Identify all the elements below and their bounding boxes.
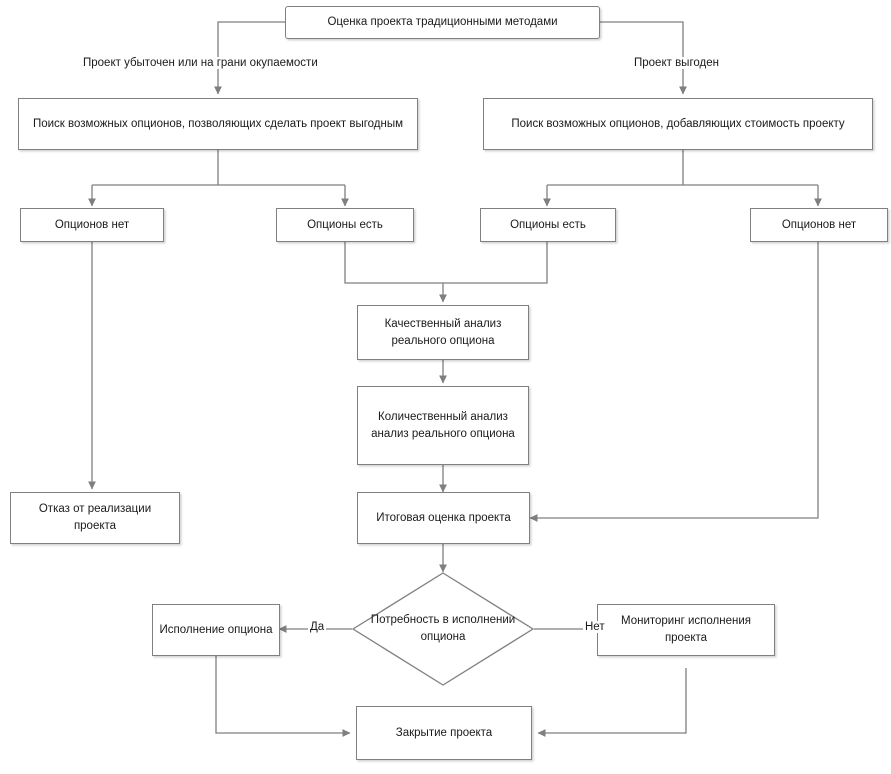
edge-no-options-right-to-final (529, 242, 819, 522)
node-qualitative-analysis[interactable]: Качественный анализ реального опциона (357, 305, 529, 360)
node-start-label: Оценка проекта традиционными методами (327, 16, 558, 29)
edge-execute-to-close (215, 656, 351, 737)
node-decision-need-option[interactable]: Потребность в исполнении опциона (352, 572, 534, 686)
node-qualitative-analysis-label: Качественный анализ реального опциона (384, 317, 502, 347)
node-no-options-right-label: Опционов нет (781, 218, 857, 231)
node-execute-option[interactable]: Исполнение опциона (152, 604, 280, 656)
node-no-options-left[interactable]: Опционов нет (20, 208, 164, 242)
node-reject-project-label: Отказ от реализации проекта (38, 503, 152, 532)
edge-label-yes: Да (308, 621, 327, 633)
node-final-evaluation-label: Итоговая оценка проекта (376, 511, 511, 524)
edge-has-options-right-merge (443, 242, 548, 284)
node-reject-project[interactable]: Отказ от реализации проекта (10, 492, 180, 544)
node-search-options-left-label: Поиск возможных опционов, позволяющих сд… (32, 117, 404, 130)
node-has-options-left-label: Опционы есть (307, 218, 383, 231)
node-start[interactable]: Оценка проекта традиционными методами (285, 6, 600, 39)
node-search-options-right[interactable]: Поиск возможных опционов, добавляющих ст… (483, 98, 873, 150)
node-search-options-left[interactable]: Поиск возможных опционов, позволяющих сд… (18, 98, 418, 150)
node-search-options-right-label: Поиск возможных опционов, добавляющих ст… (511, 117, 845, 130)
node-quantitative-analysis[interactable]: Количественный анализ анализ реального о… (357, 386, 529, 465)
edge-label-no: Нет (583, 621, 607, 633)
node-close-project[interactable]: Закрытие проекта (356, 706, 532, 760)
node-quantitative-analysis-label: Количественный анализ анализ реального о… (371, 410, 515, 440)
node-decision-label: Потребность в исполнении опциона (370, 614, 516, 643)
edge-has-options-left-merge (344, 242, 443, 284)
node-close-project-label: Закрытие проекта (395, 726, 493, 739)
node-monitoring[interactable]: Мониторинг исполнения проекта (597, 604, 775, 656)
node-has-options-right-label: Опционы есть (510, 218, 586, 231)
edge-label-branch-left: Проект убыточен или на грани окупаемости (80, 57, 321, 69)
node-final-evaluation[interactable]: Итоговая оценка проекта (357, 492, 530, 544)
edge-label-branch-right: Проект выгоден (631, 57, 722, 69)
diamond-shape (352, 572, 534, 686)
node-no-options-right[interactable]: Опционов нет (750, 208, 888, 242)
node-execute-option-label: Исполнение опциона (159, 623, 273, 636)
edge-monitoring-to-close (537, 668, 687, 737)
node-no-options-left-label: Опционов нет (54, 218, 130, 231)
node-has-options-right[interactable]: Опционы есть (480, 208, 616, 242)
node-monitoring-label: Мониторинг исполнения проекта (621, 615, 751, 644)
node-has-options-left[interactable]: Опционы есть (276, 208, 414, 242)
